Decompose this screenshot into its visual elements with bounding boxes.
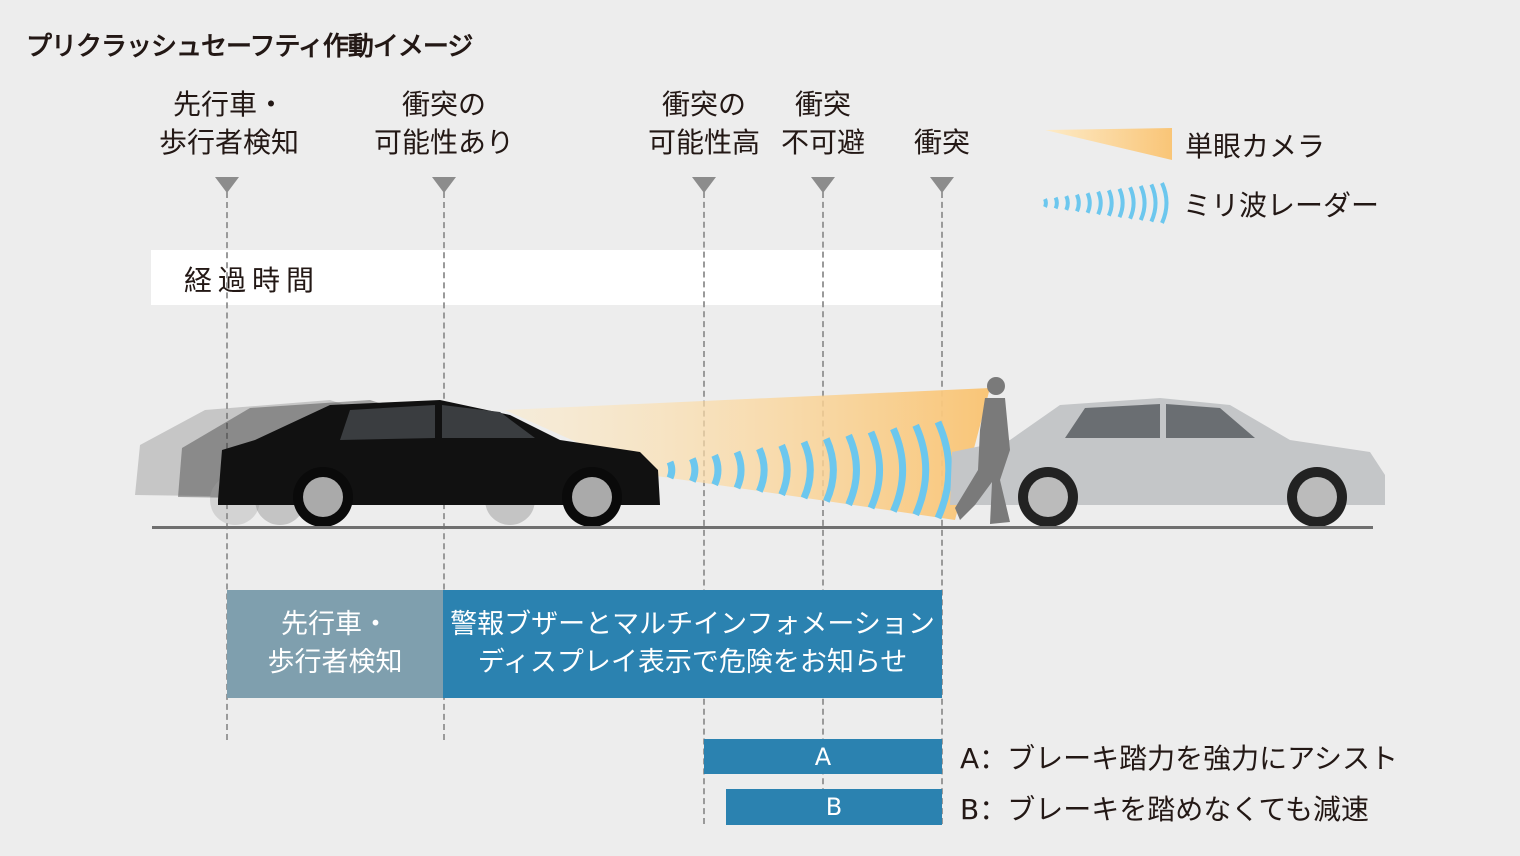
radar-arc: [1117, 187, 1125, 219]
warning-phase-box: 警報ブザーとマルチインフォメーション ディスプレイ表示で危険をお知らせ: [443, 590, 942, 698]
legend-camera-label: 単眼カメラ: [1185, 130, 1326, 163]
stage-label-possible: 衝突の可能性あり: [374, 86, 514, 162]
radar-waves: [666, 420, 953, 520]
radar-arc: [1138, 185, 1147, 221]
note-b: B：ブレーキを踏めなくても減速: [960, 793, 1369, 826]
note-a: A：ブレーキ踏力を強力にアシスト: [960, 742, 1399, 775]
radar-arc: [823, 437, 837, 503]
stage-label-line: 先行車・: [172, 88, 286, 121]
box-text: 先行車・: [281, 609, 389, 640]
stage-marker-icon: [215, 177, 239, 193]
radar-arc: [1160, 182, 1169, 224]
legend-radar-label: ミリ波レーダー: [1183, 189, 1380, 222]
stage-label-line: 不可避: [780, 126, 866, 159]
radar-arc: [1128, 186, 1136, 220]
elapsed-time-bar: 経過時間: [151, 250, 942, 305]
stage-label-line: 衝突: [794, 88, 852, 121]
stage-marker-icon: [811, 177, 835, 193]
radar-arc: [845, 433, 860, 507]
radar-arc: [756, 447, 768, 493]
radar-arc: [733, 450, 745, 490]
detect-phase-box: 先行車・ 歩行者検知: [227, 590, 443, 698]
stage-divider: [822, 192, 824, 824]
radar-arc: [867, 430, 883, 510]
radar-arc: [711, 453, 722, 487]
radar-legend-icon: [1043, 182, 1169, 224]
stage-label-unavoidable: 衝突不可避: [781, 86, 865, 162]
radar-arc: [778, 443, 791, 497]
radar-arc: [890, 427, 907, 513]
stage-label-line: 衝突の: [661, 88, 747, 121]
diagram-title: プリクラッシュセーフティ作動イメージ: [26, 32, 473, 62]
radar-arc: [934, 420, 953, 520]
radar-arc: [1043, 198, 1048, 208]
own-car-black: [218, 400, 660, 527]
radar-arc: [800, 440, 814, 500]
radar-arc: [1085, 192, 1092, 214]
stage-marker-icon: [432, 177, 456, 193]
radar-arc: [1106, 189, 1114, 217]
radar-arc: [912, 423, 930, 517]
radar-arc: [1053, 196, 1059, 210]
stage-label-line: 歩行者検知: [158, 126, 300, 159]
auto-brake-bar-b: B: [726, 789, 942, 825]
stage-marker-icon: [930, 177, 954, 193]
stage-label-line: 衝突の: [401, 88, 487, 121]
ground-line: [152, 526, 1373, 529]
elapsed-time-label: 経過時間: [184, 264, 321, 297]
radar-arc: [1064, 195, 1070, 211]
radar-arc: [1149, 183, 1158, 223]
box-text: 警報ブザーとマルチインフォメーション: [450, 609, 935, 640]
pedestrian-figure: [955, 377, 1010, 524]
camera-legend-icon: [1045, 128, 1172, 160]
stage-label-collision: 衝突: [914, 86, 970, 162]
box-text: 歩行者検知: [267, 647, 403, 678]
box-text: ディスプレイ表示で危険をお知らせ: [477, 647, 908, 678]
camera-beam: [505, 388, 990, 520]
stage-label-detect: 先行車・歩行者検知: [159, 86, 299, 162]
brake-assist-bar-a: A: [704, 739, 942, 774]
radar-arc: [666, 460, 676, 480]
stage-label-line: 可能性高: [647, 126, 761, 159]
stage-label-line: 可能性あり: [373, 126, 515, 159]
stage-label-line: 衝突: [913, 126, 971, 159]
stage-divider: [703, 192, 705, 824]
radar-arc: [1096, 190, 1103, 216]
radar-arc: [689, 457, 699, 483]
stage-marker-icon: [692, 177, 716, 193]
target-car-silver: [950, 398, 1385, 527]
radar-arc: [1075, 193, 1081, 213]
stage-label-high: 衝突の可能性高: [648, 86, 760, 162]
